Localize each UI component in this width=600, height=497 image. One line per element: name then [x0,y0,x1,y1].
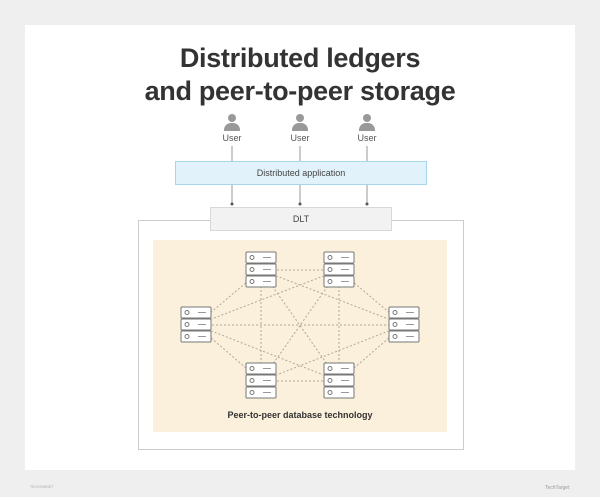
server-node-icon [323,251,355,288]
dlt-box: DLT [210,207,392,231]
p2p-connection [195,324,340,382]
server-node-icon [388,306,420,343]
user-icon [363,114,371,122]
user-icon [296,114,304,122]
p2p-connection [195,269,340,326]
network-caption: Peer-to-peer database technology [227,410,373,420]
user-icon [228,114,236,122]
server-node-icon [323,362,355,399]
user-3: User [347,114,387,143]
p2p-connection [260,269,405,326]
footer-copyright: TECHTARGET [30,485,54,489]
p2p-connection [260,324,405,382]
user-1: User [212,114,252,143]
server-node-icon [245,251,277,288]
footer-logo: TechTarget [545,485,570,491]
distributed-application-box: Distributed application [175,161,427,185]
user-2: User [280,114,320,143]
server-node-icon [180,306,212,343]
server-node-icon [245,362,277,399]
